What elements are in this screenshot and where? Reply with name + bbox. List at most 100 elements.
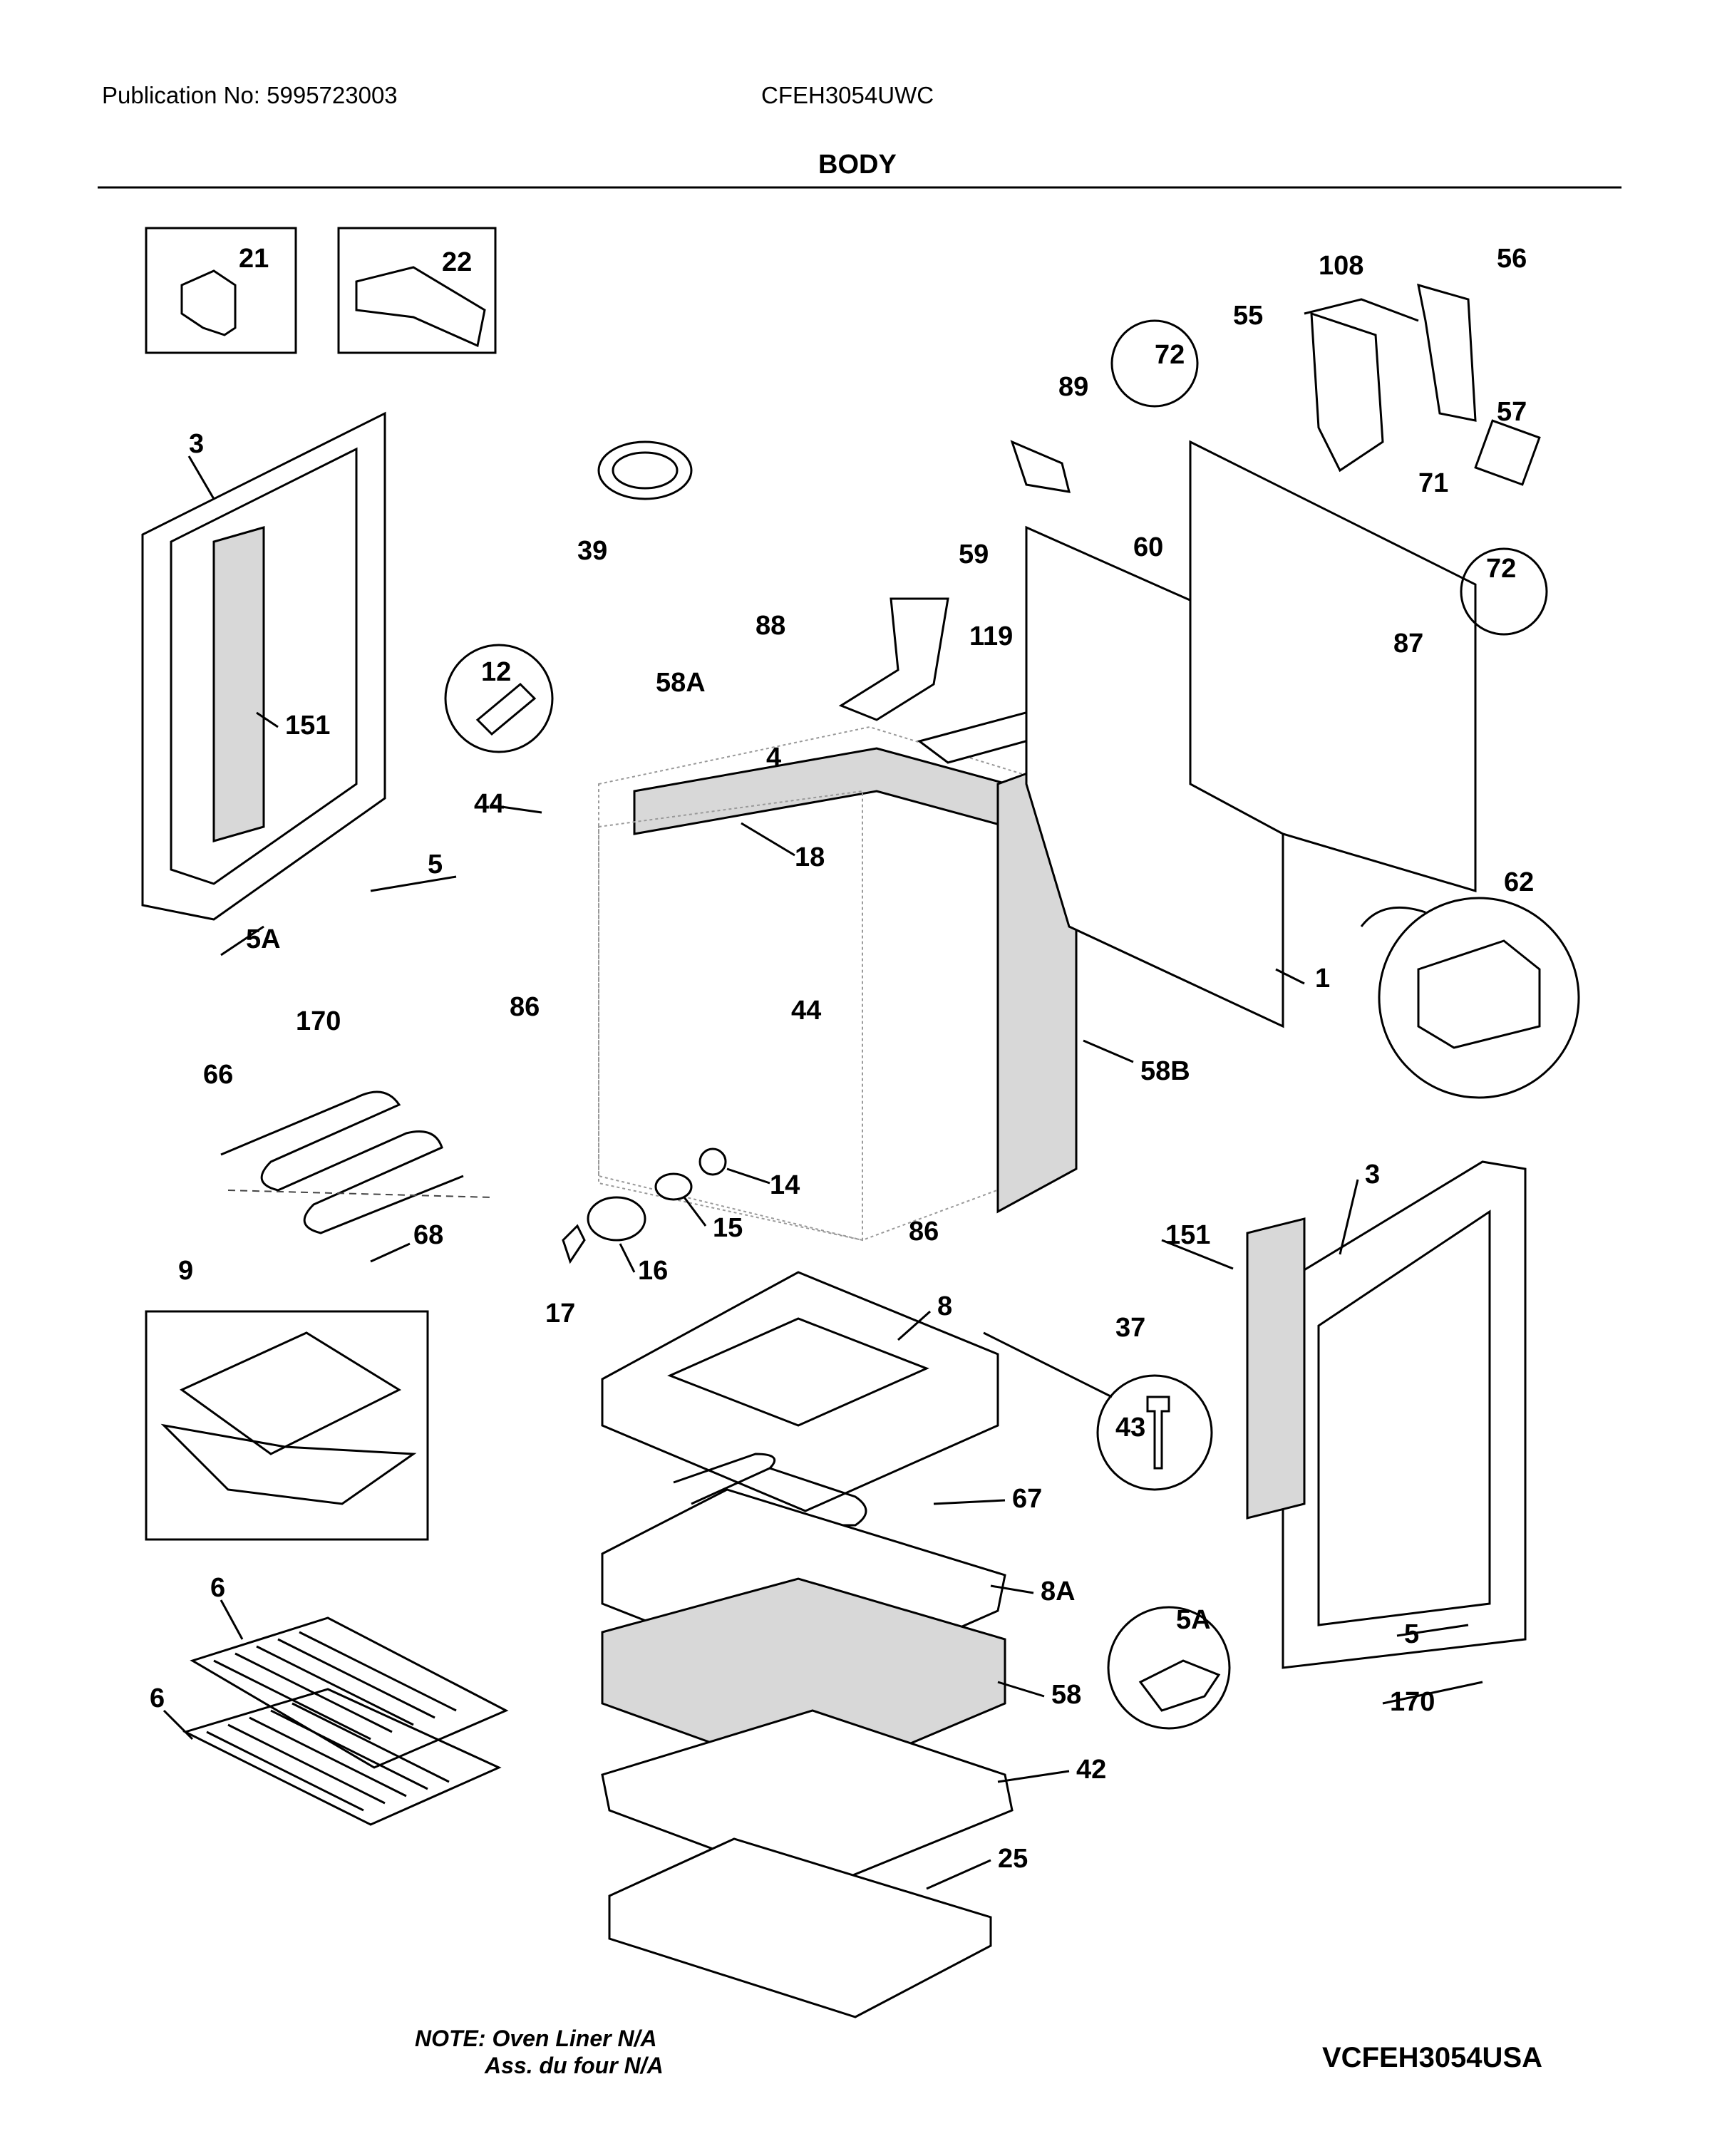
part-39-power-cord xyxy=(597,440,693,500)
callout-15: 15 xyxy=(713,1213,743,1243)
callout-72-top: 72 xyxy=(1155,340,1185,370)
inset-box-22 xyxy=(337,227,497,354)
callout-151-right: 151 xyxy=(1165,1220,1210,1250)
callout-44-lower: 44 xyxy=(791,996,821,1026)
callout-86-right: 86 xyxy=(909,1217,939,1247)
part-71-back-cover xyxy=(1189,440,1477,893)
part-16-lamp-cover xyxy=(587,1196,646,1242)
callout-arrow-62 xyxy=(1360,906,1426,927)
part-57-small-cover xyxy=(1474,419,1541,486)
callout-22: 22 xyxy=(442,247,472,277)
part-8-oven-bottom-inner xyxy=(667,1317,929,1427)
callout-57: 57 xyxy=(1497,397,1527,427)
callout-72-right: 72 xyxy=(1486,554,1516,584)
part-55-bracket xyxy=(1310,311,1384,473)
diagram-code: VCFEH3054USA xyxy=(1322,2042,1543,2073)
callout-119: 119 xyxy=(969,621,1013,651)
callout-37: 37 xyxy=(1115,1313,1145,1343)
part-22-bracket xyxy=(355,266,486,348)
part-59-vent-duct xyxy=(838,597,949,721)
callout-89: 89 xyxy=(1058,372,1088,402)
part-89-bracket xyxy=(1010,440,1071,493)
callout-60: 60 xyxy=(1133,532,1163,562)
callout-21: 21 xyxy=(239,244,269,274)
part-9-broil-pan xyxy=(160,1423,417,1505)
part-8-oven-bottom xyxy=(601,1271,999,1512)
callout-43: 43 xyxy=(1115,1413,1145,1443)
inset-box-21 xyxy=(145,227,297,354)
part-5A-leveler-bracket xyxy=(1138,1659,1221,1712)
part-39-power-cord-inner xyxy=(612,451,679,490)
callout-5A-right: 5A xyxy=(1176,1605,1211,1635)
callout-58: 58 xyxy=(1051,1680,1081,1710)
inset-box-9 xyxy=(145,1310,429,1541)
part-25-bottom-cover xyxy=(608,1837,992,2018)
callout-86-left: 86 xyxy=(510,992,540,1022)
callout-66: 66 xyxy=(203,1060,233,1090)
part-151-insulation-right xyxy=(1246,1217,1306,1520)
callout-87: 87 xyxy=(1393,629,1423,659)
part-6-oven-rack-top-grid xyxy=(213,1631,457,1740)
callout-8: 8 xyxy=(937,1291,952,1321)
callout-circle-5A xyxy=(1107,1606,1231,1730)
callout-3-right: 3 xyxy=(1365,1160,1380,1190)
part-3-right-side-panel-inner xyxy=(1317,1209,1491,1626)
callout-3-left: 3 xyxy=(189,429,204,459)
part-14-lamp-socket xyxy=(698,1147,727,1176)
callout-58B: 58B xyxy=(1140,1056,1190,1086)
callout-39: 39 xyxy=(577,536,607,566)
callout-17: 17 xyxy=(545,1299,575,1329)
part-42-bottom-panel xyxy=(601,1709,1014,1890)
callout-68: 68 xyxy=(413,1220,443,1250)
part-62-terminal-block xyxy=(1417,939,1541,1049)
callout-62: 62 xyxy=(1504,867,1534,897)
callout-5-left: 5 xyxy=(428,850,443,880)
callout-151-left: 151 xyxy=(285,711,330,741)
callout-14: 14 xyxy=(770,1170,800,1200)
part-6-oven-rack-bottom xyxy=(182,1688,502,1826)
part-17-clip xyxy=(562,1224,586,1264)
callout-circle-43 xyxy=(1096,1374,1213,1491)
part-21-bracket xyxy=(180,269,237,336)
callout-6-bottom: 6 xyxy=(150,1683,165,1713)
callout-9: 9 xyxy=(178,1256,193,1286)
part-56-bracket xyxy=(1417,283,1477,422)
callout-6-top: 6 xyxy=(210,1573,225,1603)
part-58A-insulation-top xyxy=(633,747,1035,835)
part-43-screw xyxy=(1146,1396,1170,1470)
callout-108: 108 xyxy=(1319,251,1363,281)
callout-58A: 58A xyxy=(656,668,706,698)
callout-line-43 xyxy=(983,1331,1113,1398)
callout-59: 59 xyxy=(959,540,989,569)
callout-8A: 8A xyxy=(1041,1577,1076,1606)
note-line-1: NOTE: Oven Liner N/A xyxy=(415,2026,657,2051)
section-title: BODY xyxy=(818,150,897,180)
callout-circle-12 xyxy=(444,644,554,753)
callout-4: 4 xyxy=(766,743,781,773)
callout-18: 18 xyxy=(795,842,825,872)
note-line-2: Ass. du four N/A xyxy=(485,2053,664,2078)
callout-5A-left: 5A xyxy=(246,924,281,954)
callout-16: 16 xyxy=(638,1256,668,1286)
callout-71: 71 xyxy=(1418,468,1448,498)
callout-67: 67 xyxy=(1012,1484,1042,1514)
part-108-wire-harness xyxy=(1304,298,1419,322)
callout-56: 56 xyxy=(1497,244,1527,274)
model-number: CFEH3054UWC xyxy=(761,82,934,108)
part-3-right-side-panel xyxy=(1282,1160,1527,1669)
part-6-oven-rack-bottom-grid xyxy=(206,1702,450,1812)
part-151-insulation-left xyxy=(212,526,265,842)
oven-cavity-front-frame xyxy=(598,790,863,1242)
part-12-element-terminal xyxy=(475,682,537,736)
callout-circle-62 xyxy=(1378,897,1580,1099)
callout-170-right: 170 xyxy=(1390,1687,1435,1717)
part-67-bake-element xyxy=(673,1453,899,1555)
publication-number: Publication No: 5995723003 xyxy=(102,82,398,108)
part-15-bulb xyxy=(654,1172,693,1201)
callout-25: 25 xyxy=(998,1844,1028,1874)
callout-42: 42 xyxy=(1076,1755,1106,1785)
callout-88: 88 xyxy=(756,611,785,641)
part-3-left-side-panel-inner xyxy=(170,447,358,885)
part-58-bottom-insulation xyxy=(601,1577,1006,1783)
